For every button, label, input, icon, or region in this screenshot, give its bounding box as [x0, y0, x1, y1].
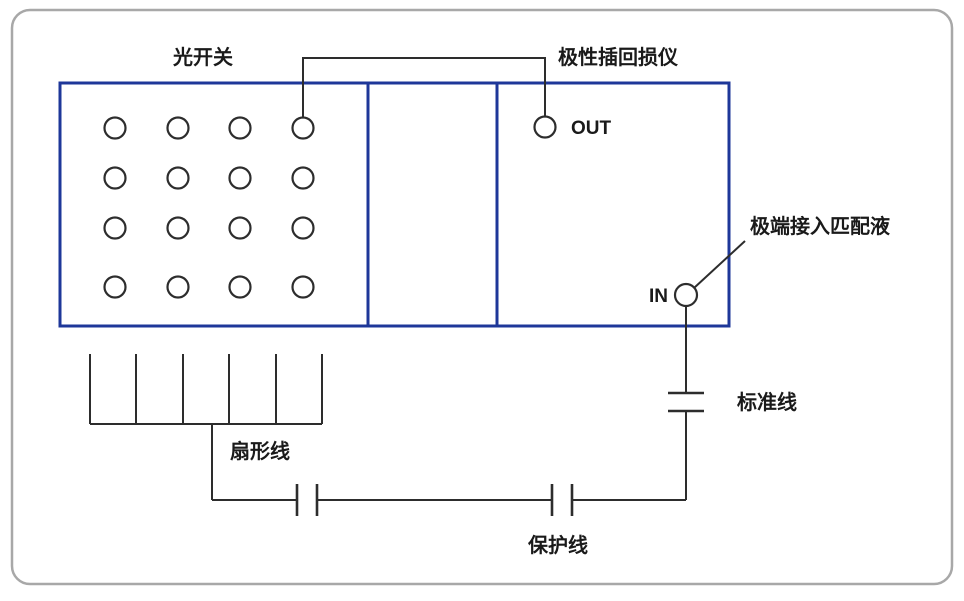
in-port-label: IN [649, 286, 668, 307]
matching-liquid-pointer-line [693, 240, 746, 289]
switch-port [291, 166, 315, 190]
switch-port [228, 216, 252, 240]
switch-port [103, 166, 127, 190]
labels-group: 光开关 极性插回损仪 OUT IN 极端接入匹配液 标准线 扇形线 保护线 [172, 45, 891, 557]
in-port [673, 282, 699, 308]
switch-port [228, 116, 252, 140]
switch-port [228, 166, 252, 190]
switch-port [166, 275, 190, 299]
switch-port [291, 275, 315, 299]
switch-port [166, 166, 190, 190]
standard-line-label: 标准线 [737, 390, 797, 414]
device-box-group [58, 81, 731, 328]
switch-port [291, 216, 315, 240]
switch-port [103, 116, 127, 140]
out-port [533, 115, 557, 139]
switch-port [166, 116, 190, 140]
protection-line-label: 保护线 [527, 533, 588, 557]
switch-port [291, 116, 315, 140]
switch-port [103, 275, 127, 299]
fan-line-label: 扇形线 [230, 439, 290, 463]
wiring-group [89, 57, 746, 516]
switch-to-meter-connection [302, 57, 546, 118]
device-box [58, 81, 731, 328]
switch-port [103, 216, 127, 240]
switch-port [166, 216, 190, 240]
polarity-meter-label: 极性插回损仪 [558, 45, 679, 69]
optical-switch-label: 光开关 [172, 45, 233, 69]
switch-port [228, 275, 252, 299]
ports-group [103, 115, 699, 308]
out-port-label: OUT [571, 118, 612, 139]
outer-frame [10, 8, 954, 586]
matching-liquid-label: 极端接入匹配液 [750, 214, 891, 238]
